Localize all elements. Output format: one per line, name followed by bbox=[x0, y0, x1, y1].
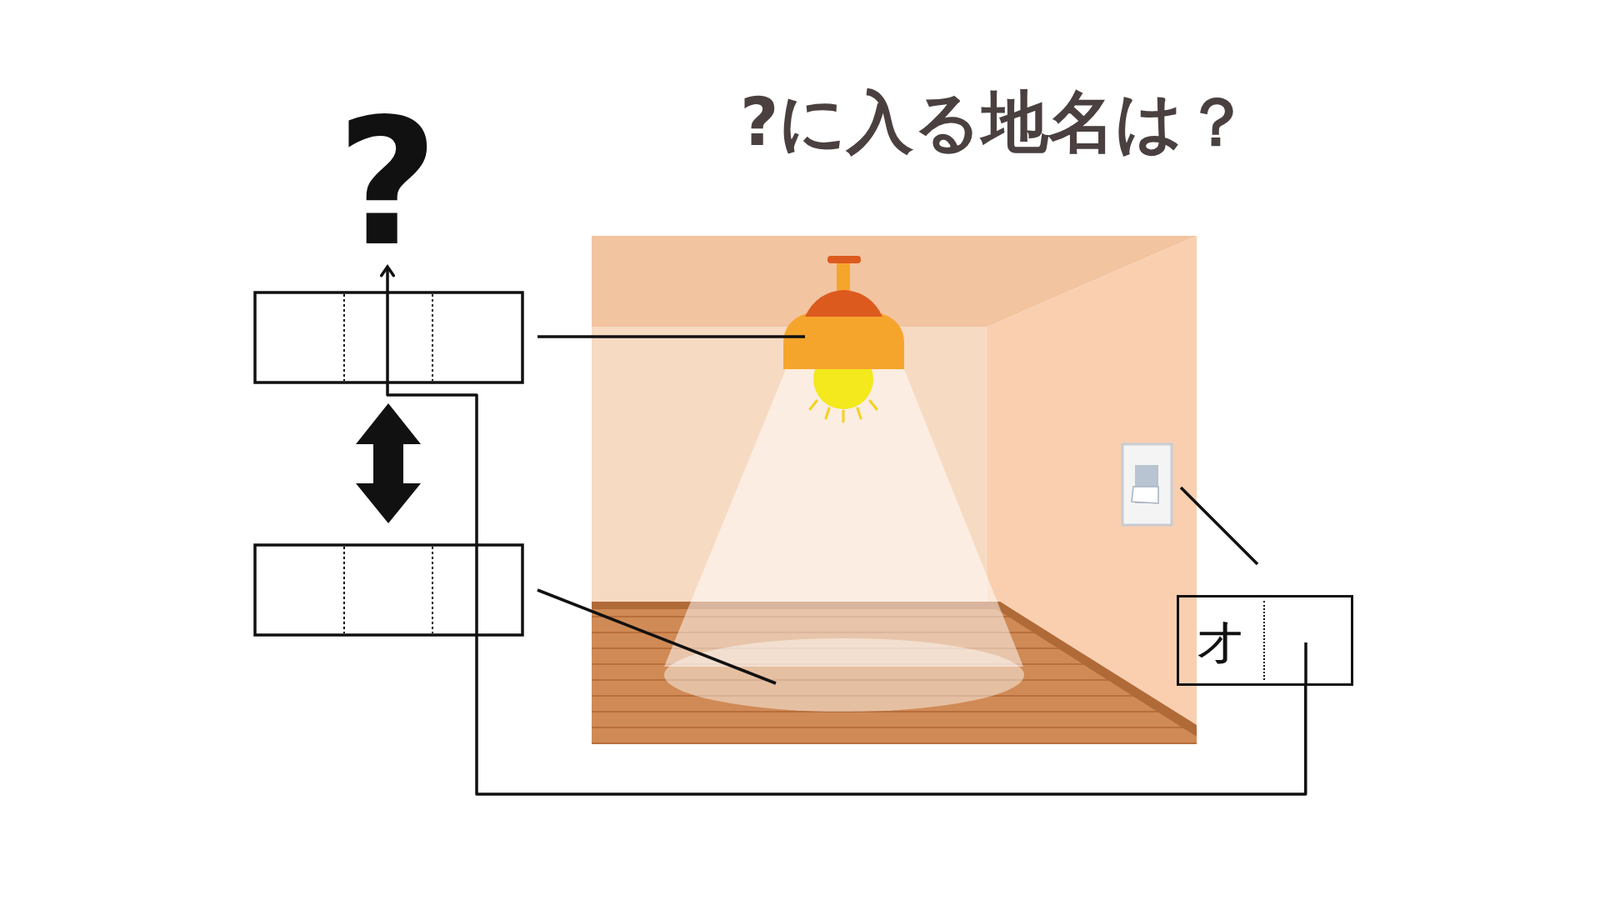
opposite-arrow bbox=[355, 403, 421, 524]
leader-line bbox=[537, 336, 1258, 684]
lamp-shade bbox=[783, 313, 905, 370]
arrow-head bbox=[381, 266, 395, 276]
answer-box: オ bbox=[1176, 595, 1354, 686]
switch-plate bbox=[1122, 444, 1172, 525]
light-pool bbox=[664, 638, 1025, 712]
wire-stub bbox=[1304, 642, 1308, 686]
lamp-cap bbox=[805, 290, 883, 317]
question-mark: ? bbox=[334, 100, 441, 267]
connector-line bbox=[387, 266, 1306, 795]
title: ?に入る地名は？ bbox=[740, 76, 1250, 169]
box-letter: オ bbox=[1179, 597, 1264, 684]
answer-box bbox=[255, 545, 523, 635]
lamp-cord bbox=[836, 263, 850, 294]
connector bbox=[381, 266, 1306, 795]
answer-mark: ? bbox=[334, 100, 441, 267]
switch-lever bbox=[1131, 486, 1159, 504]
lamp-mount bbox=[827, 255, 861, 264]
light-rays bbox=[810, 400, 877, 422]
light-cone bbox=[664, 369, 1024, 667]
cell-divider bbox=[1263, 600, 1265, 680]
